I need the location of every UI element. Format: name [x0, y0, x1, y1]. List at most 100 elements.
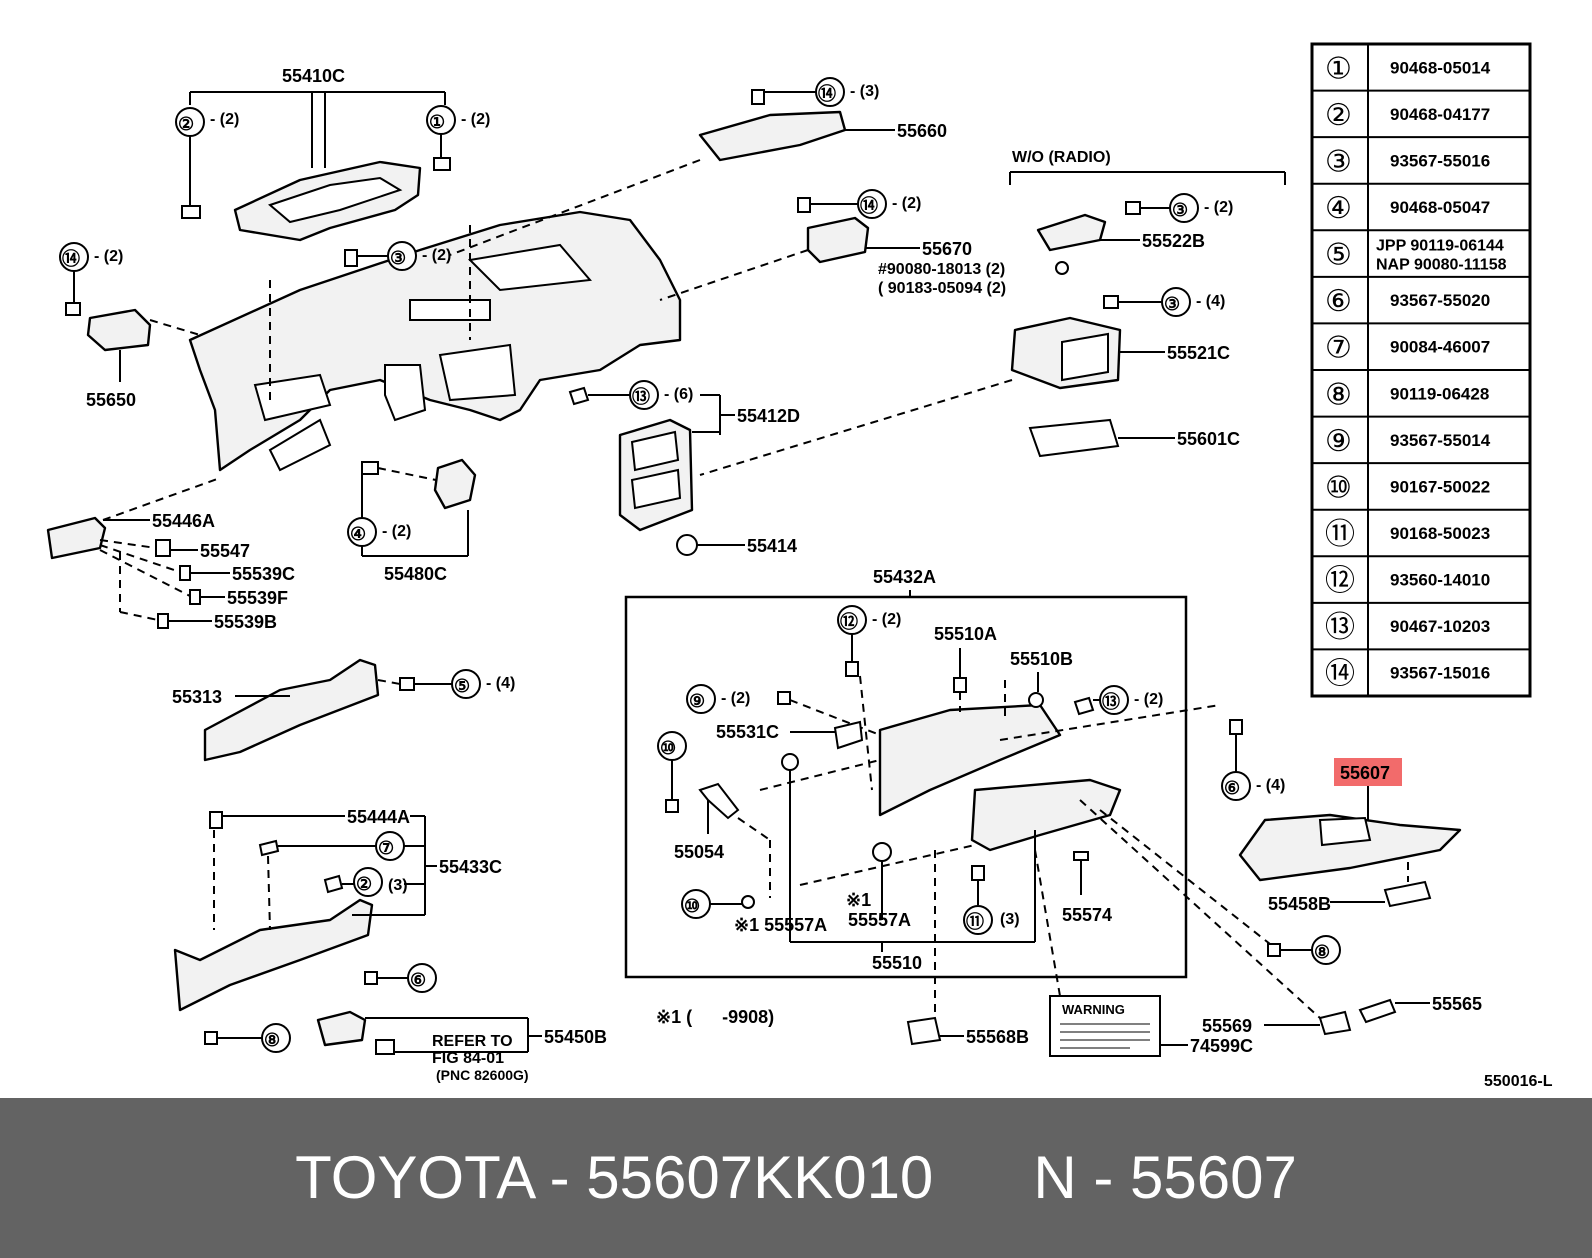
svg-text:- (2): - (2)	[422, 247, 451, 264]
svg-text:- (2): - (2)	[382, 523, 411, 540]
svg-text:②: ②	[356, 874, 372, 894]
svg-text:⑤: ⑤	[454, 676, 470, 696]
part-55607: 55607	[1238, 758, 1462, 882]
svg-text:③: ③	[1172, 200, 1188, 220]
callout-14-top: ⑭ - (3)	[751, 77, 879, 107]
part-55410C: 55410C	[189, 66, 446, 242]
svg-text:- (2): - (2)	[461, 111, 490, 128]
part-55650: 55650	[86, 308, 201, 410]
part-55601C: 55601C	[1028, 418, 1240, 458]
part-55569: 55569	[1079, 799, 1352, 1036]
callout-14-left: ⑭ - (2)	[59, 242, 123, 316]
table-part-no-1: 90468-05014	[1390, 58, 1491, 77]
callout-3-center: ③ - (2)	[344, 241, 451, 271]
part-55531C: 55531C	[716, 720, 864, 942]
svg-text:55432A: 55432A	[873, 567, 936, 587]
table-part-no-10: 90167-50022	[1390, 477, 1490, 496]
callout-9: ⑨ - (2)	[686, 684, 881, 736]
svg-text:(3): (3)	[1000, 911, 1020, 928]
svg-text:55412D: 55412D	[737, 406, 800, 426]
wo-radio-group: W/O (RADIO)	[1009, 149, 1286, 185]
callout-7: ⑦	[375, 831, 405, 861]
table-part-no-9: 93567-55014	[1390, 431, 1491, 450]
svg-text:55510: 55510	[872, 953, 922, 973]
table-part-no-11: 90168-50023	[1390, 524, 1490, 543]
table-part-no-2: 90468-04177	[1390, 105, 1490, 124]
svg-text:③: ③	[390, 248, 406, 268]
part-55414: 55414	[676, 534, 797, 556]
callout-4: ④ - (2)	[347, 517, 411, 547]
part-55313: 55313	[172, 658, 415, 762]
svg-text:55446A: 55446A	[152, 511, 215, 531]
part-55522B: 55522B	[1036, 213, 1205, 252]
svg-text:55510A: 55510A	[934, 624, 997, 644]
svg-text:55569: 55569	[1202, 1016, 1252, 1036]
callout-10-top: ⑩	[657, 731, 687, 813]
svg-text:- (2): - (2)	[94, 248, 123, 265]
part-55574: 55574	[1062, 851, 1112, 925]
svg-text:- (2): - (2)	[721, 690, 750, 707]
svg-text:⑭: ⑭	[818, 83, 836, 104]
callout-12: ⑫ - (2)	[837, 605, 901, 791]
svg-text:⑬: ⑬	[632, 386, 650, 407]
svg-text:55510B: 55510B	[1010, 649, 1073, 669]
footer-banner: TOYOTA - 55607KK010 N - 55607	[0, 1098, 1592, 1258]
table-part-no-8: 90119-06428	[1390, 384, 1489, 403]
table-part-no-5: JPP 90119-06144	[1376, 238, 1504, 255]
svg-text:- (4): - (4)	[486, 675, 515, 692]
callout-6-left: ⑥	[364, 963, 437, 993]
callout-14-mid: ⑭ - (2)	[797, 189, 921, 219]
svg-text:④: ④	[350, 524, 366, 544]
svg-text:- (2): - (2)	[1134, 691, 1163, 708]
svg-text:※1: ※1	[846, 890, 871, 910]
part-55458B: 55458B	[1268, 862, 1432, 914]
svg-text:⑩: ⑩	[684, 896, 700, 916]
svg-text:55557A: 55557A	[848, 910, 911, 930]
svg-text:55522B: 55522B	[1142, 231, 1205, 251]
svg-text:( 90183-05094 (2): ( 90183-05094 (2)	[878, 280, 1006, 297]
table-ref-2: ②	[1325, 99, 1352, 132]
part-55054: 55054	[674, 782, 771, 898]
part-74599C: WARNING 74599C	[1034, 849, 1253, 1057]
table-part-no-12: 93560-14010	[1390, 571, 1490, 590]
svg-text:55450B: 55450B	[544, 1027, 607, 1047]
table-part-no-13: 90467-10203	[1390, 617, 1490, 636]
part-55660: 55660	[449, 110, 947, 256]
callout-6-right: ⑥ - (4)	[1221, 719, 1285, 801]
svg-text:⑩: ⑩	[660, 738, 676, 758]
svg-text:(PNC 82600G): (PNC 82600G)	[436, 1067, 529, 1083]
callout-8-right: ⑧	[1099, 809, 1341, 965]
table-ref-3: ③	[1325, 145, 1352, 178]
table-ref-12: ⑫	[1325, 565, 1355, 598]
svg-text:③: ③	[1164, 294, 1180, 314]
svg-text:55458B: 55458B	[1268, 894, 1331, 914]
part-55510A: 55510A	[934, 624, 997, 712]
svg-text:55574: 55574	[1062, 905, 1112, 925]
svg-text:55568B: 55568B	[966, 1027, 1029, 1047]
svg-text:74599C: 74599C	[1190, 1036, 1253, 1056]
callout-1: ① - (2)	[426, 105, 490, 171]
part-55565: 55565	[1358, 994, 1482, 1024]
svg-text:55539C: 55539C	[232, 564, 295, 584]
svg-text:※1 55557A: ※1 55557A	[734, 915, 827, 935]
part-55510B: 55510B	[1004, 649, 1073, 720]
part-55510: 55510	[790, 830, 1036, 973]
footer-part-title: TOYOTA - 55607KK010 N - 55607	[295, 1144, 1297, 1211]
svg-text:#90080-18013 (2): #90080-18013 (2)	[878, 261, 1005, 278]
part-55670: 55670 #90080-18013 (2) ( 90183-05094 (2)	[659, 216, 1069, 301]
part-55432A: 55432A	[624, 567, 1221, 979]
svg-text:⑥: ⑥	[410, 970, 426, 990]
part-55433C: 55444A 55433C	[173, 807, 502, 1012]
table-ref-9: ⑨	[1325, 425, 1352, 458]
svg-text:①: ①	[429, 112, 445, 132]
svg-text:⑬: ⑬	[1102, 691, 1120, 712]
table-part-no-14: 93567-15016	[1390, 664, 1490, 683]
svg-text:- (3): - (3)	[850, 83, 879, 100]
svg-text:55444A: 55444A	[347, 807, 410, 827]
table-ref-4: ④	[1325, 192, 1352, 225]
table-ref-8: ⑧	[1325, 378, 1352, 411]
table-part-no-5-alt: NAP 90080-11158	[1376, 257, 1507, 274]
svg-text:FIG 84-01: FIG 84-01	[432, 1050, 504, 1067]
svg-text:55313: 55313	[172, 687, 222, 707]
